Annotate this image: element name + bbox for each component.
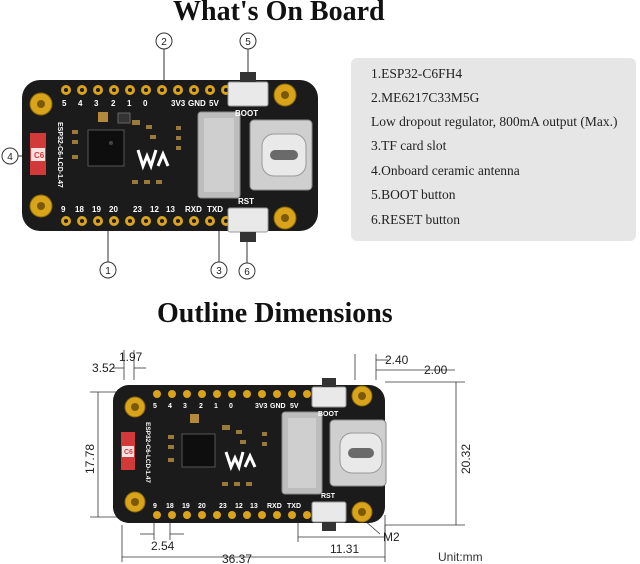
pin-label-bottom: 19 (92, 205, 101, 214)
model-label: ESP32-C6-LCD-1.47 (56, 122, 63, 188)
title-outline-dimensions: Outline Dimensions (157, 298, 393, 329)
pin-label-top: 3 (183, 403, 187, 410)
rst-label: RST (238, 197, 254, 206)
pin-label-bottom: 18 (75, 205, 84, 214)
title-whats-on-board: What's On Board (173, 0, 385, 27)
reset-button (311, 501, 347, 523)
board-dimensions-figure: 5 4 3 2 1 0 3V3 GND 5V 9 18 19 20 23 12 … (83, 350, 483, 564)
pin-label-top: 5 (153, 403, 157, 410)
legend-item-5: 5.BOOT button (371, 187, 456, 202)
waveshare-logo (136, 149, 170, 171)
reset-button (227, 207, 269, 233)
callout-2: 2 (161, 37, 167, 48)
esp32-chip (87, 129, 125, 167)
pin-label-bottom: RXD (185, 205, 202, 214)
pin-label-bottom: 9 (61, 205, 66, 214)
pin-label-top: 3V3 (171, 99, 186, 108)
pin-label-bottom: 9 (153, 503, 157, 510)
model-label: ESP32-C6-LCD-1.47 (144, 422, 151, 483)
dim-1-97: 1.97 (119, 350, 143, 364)
pin-label-bottom: 19 (182, 503, 190, 510)
dim-2-00: 2.00 (424, 363, 448, 377)
pin-label-top: 1 (214, 403, 218, 410)
legend-item-6: 6.RESET button (371, 212, 461, 227)
board-top-figure: 5 4 3 2 1 0 3V3 GND 5V 9 18 19 20 23 12 … (1, 32, 318, 280)
pin-label-top: 5V (290, 403, 299, 410)
legend-box: 1.ESP32-C6FH4 2.ME6217C33M5G Low dropout… (351, 58, 636, 241)
pin-label-bottom: 23 (219, 503, 227, 510)
boot-button (311, 386, 347, 408)
boot-label: BOOT (318, 411, 339, 418)
pin-label-top: 0 (143, 99, 148, 108)
waveshare-logo (224, 451, 257, 472)
dim-2-54: 2.54 (151, 539, 175, 553)
pin-label-bottom: 12 (235, 503, 243, 510)
callout-3: 3 (216, 266, 222, 277)
legend-item-4: 4.Onboard ceramic antenna (371, 163, 520, 178)
pcb-top (22, 80, 318, 231)
legend-item-3: 3.TF card slot (371, 138, 447, 153)
pin-label-top: 3V3 (255, 403, 268, 410)
pin-label-top: 4 (78, 99, 83, 108)
pin-label-bottom: 12 (150, 205, 159, 214)
pin-label-bottom: TXD (207, 205, 223, 214)
legend-item-2: 2.ME6217C33M5G (371, 90, 480, 105)
pin-label-top: 1 (127, 99, 132, 108)
pin-label-top: 0 (229, 403, 233, 410)
callout-6: 6 (244, 267, 250, 278)
pin-label-top: 2 (199, 403, 203, 410)
dim-36-37: 36.37 (222, 552, 252, 564)
pin-label-top: 4 (168, 403, 172, 410)
pin-label-top: 5 (62, 99, 67, 108)
pin-label-bottom: 13 (250, 503, 258, 510)
pin-label-bottom: 23 (133, 205, 142, 214)
antenna-label: C6 (34, 151, 45, 160)
pin-label-top: GND (270, 403, 286, 410)
pin-label-top: 3 (94, 99, 99, 108)
callout-1: 1 (105, 266, 111, 277)
dim-3-52: 3.52 (92, 361, 116, 375)
pin-label-top: 5V (209, 99, 219, 108)
dim-20-32: 20.32 (459, 444, 473, 474)
pin-label-bottom: RXD (267, 503, 282, 510)
dim-m2: M2 (383, 530, 400, 544)
callout-4: 4 (7, 152, 13, 163)
boot-label: BOOT (235, 109, 258, 118)
esp32-chip (181, 433, 216, 468)
pin-label-bottom: 18 (166, 503, 174, 510)
dim-11-31: 11.31 (330, 542, 359, 556)
legend-item-1: 1.ESP32-C6FH4 (371, 66, 463, 81)
pin-label-top: 2 (111, 99, 116, 108)
pin-label-top: GND (188, 99, 206, 108)
callout-5: 5 (245, 37, 251, 48)
dim-17-78: 17.78 (83, 444, 97, 474)
pin-label-bottom: 20 (198, 503, 206, 510)
antenna-label: C6 (124, 449, 133, 456)
pin-label-bottom: TXD (287, 503, 301, 510)
dim-2-40: 2.40 (385, 353, 409, 367)
boot-button (227, 81, 269, 107)
pin-label-bottom: 13 (166, 205, 175, 214)
pin-label-bottom: 20 (109, 205, 118, 214)
rst-label: RST (321, 493, 336, 500)
unit-label: Unit:mm (438, 550, 483, 564)
legend-item-2-desc: Low dropout regulator, 800mA output (Max… (371, 114, 618, 129)
